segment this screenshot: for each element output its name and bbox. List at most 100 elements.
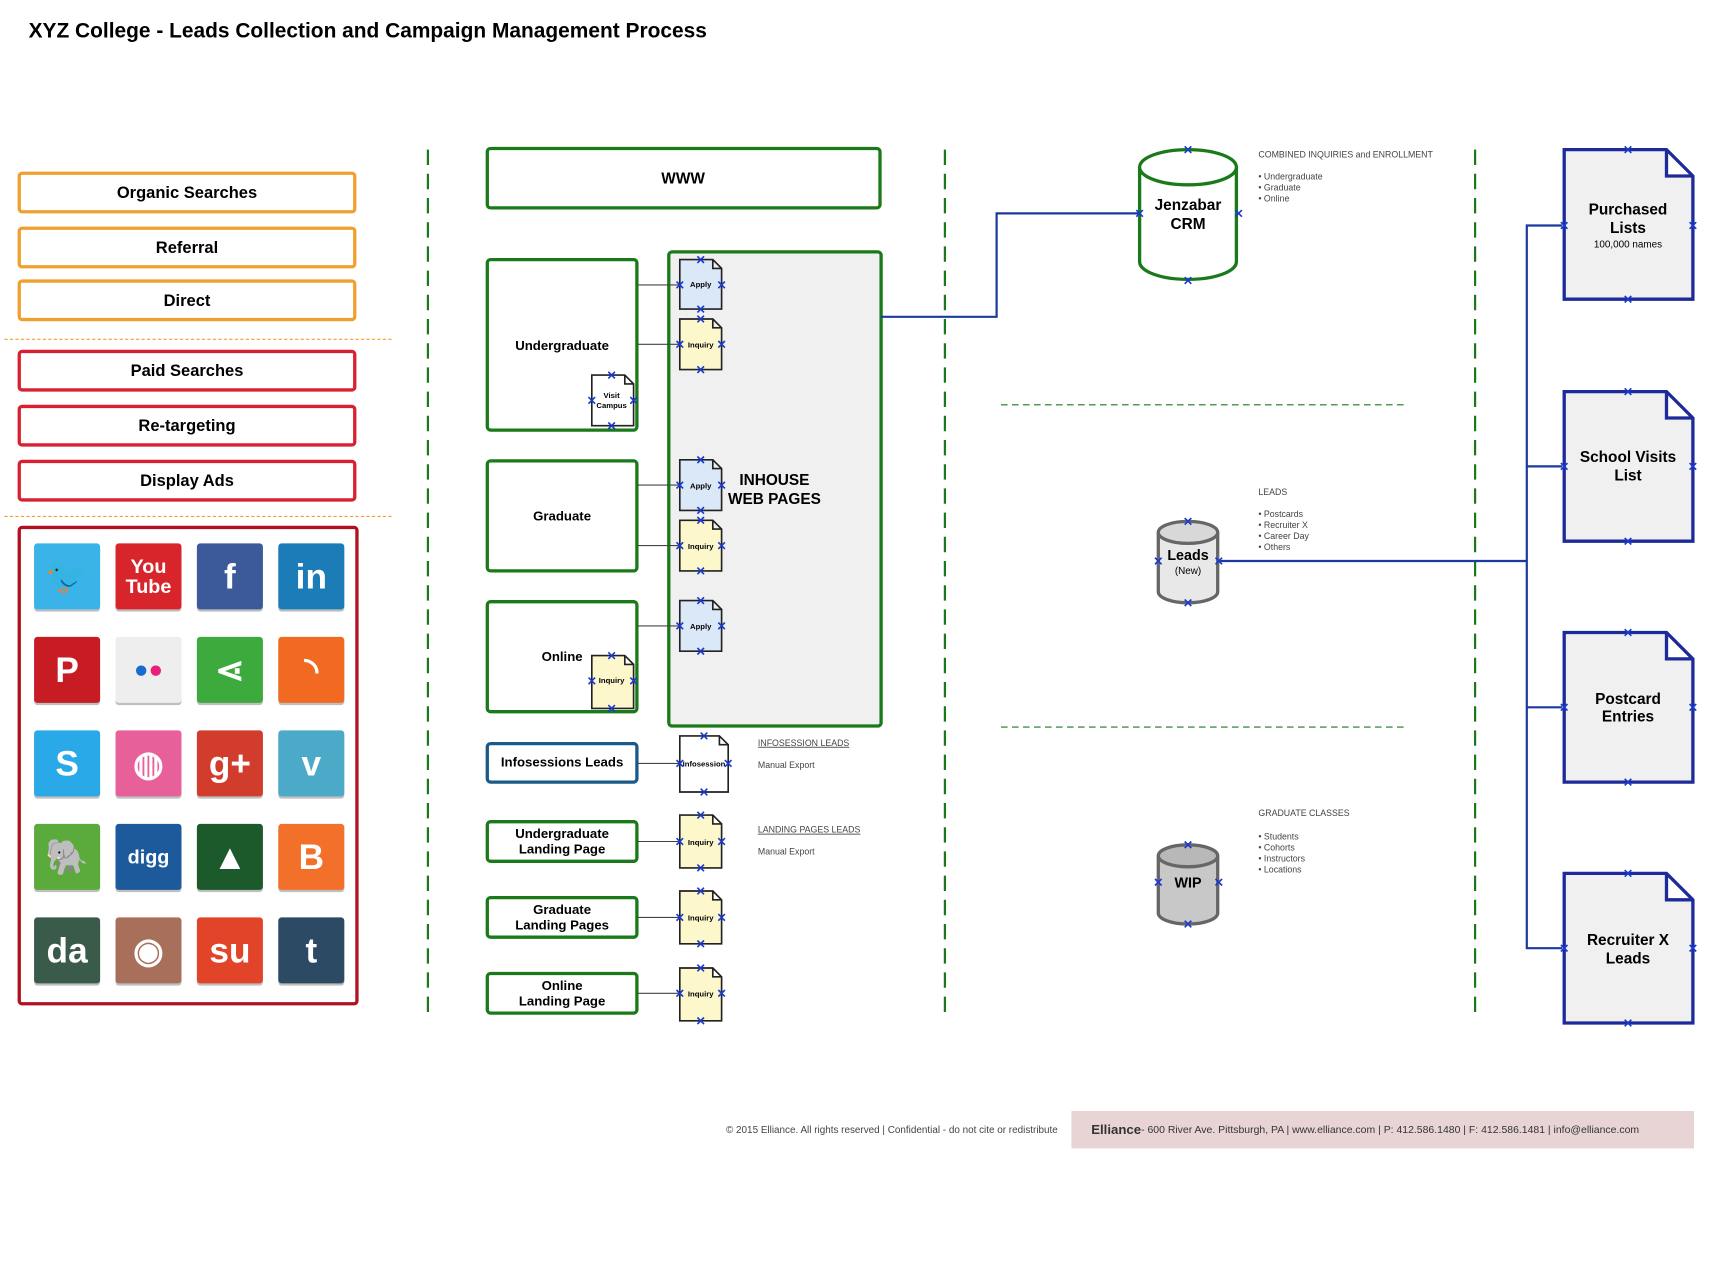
graduate-landing-line2: Landing Pages [515,918,609,933]
page-title: XYZ College - Leads Collection and Campa… [28,19,707,43]
grad-classes-note-item: • Students [1258,831,1299,841]
purchased-lists-line2: Lists [1610,220,1646,237]
connection-point-marker [717,622,726,630]
connector-to-crm [881,212,1139,318]
www-label: WWW [661,171,705,188]
tumblr-icon: t [278,917,345,984]
school-visits-line2: List [1614,468,1641,485]
apply-doc-label: Apply [690,481,712,490]
leads-sublabel: (New) [1175,566,1201,577]
connection-point-marker [587,677,596,685]
connection-point-marker [1624,537,1632,546]
connection-point-marker [629,677,638,685]
connection-point-marker [1689,221,1697,230]
apply-document-icon [678,599,723,653]
connection-point-marker [1234,209,1243,218]
purchased-lists-sublabel: 100,000 names [1594,240,1662,251]
flickr-icon: ●● [115,636,182,703]
linkedin-icon: in [278,543,345,610]
postcard-entries-line2: Entries [1602,709,1654,726]
purchased-lists-document [1562,147,1695,301]
connection-point-marker [696,506,705,515]
source-retargeting: Re-targeting [17,404,357,447]
connection-point-marker [717,340,726,349]
connection-point-marker [717,913,726,922]
source-display-ads: Display Ads [17,459,357,502]
apply-doc-label: Apply [690,280,712,289]
inquiry-document-icon [590,654,635,710]
inquiry-doc-label: Inquiry [688,838,714,847]
visit-campus-line1: Visit [604,391,621,400]
postcard-entries-line1: Postcard [1595,691,1661,708]
connection-point-marker [607,704,616,713]
connection-point-marker [717,541,726,550]
connection-point-marker [1135,209,1144,218]
connection-point-marker [675,281,684,289]
connection-point-marker [717,989,726,998]
inquiry-doc-label: Inquiry [688,341,714,350]
inquiry-document-icon [678,318,723,371]
connection-point-marker [675,541,684,550]
pinterest-icon: P [34,636,101,703]
connection-point-marker [700,732,708,740]
connection-point-marker [1624,145,1632,154]
school-visits-list-document [1562,389,1695,543]
footer-contact: - 600 River Ave. Pittsburgh, PA | www.el… [1141,1123,1640,1136]
online-landing-line2: Landing Page [519,993,605,1008]
connection-point-marker [1184,598,1192,607]
connection-point-marker [717,481,726,489]
visit-campus-line2: Campus [596,401,626,410]
source-paid-searches: Paid Searches [17,349,357,392]
connection-point-marker [696,887,705,895]
connection-point-marker [696,365,705,374]
inquiry-document-icon [678,967,723,1022]
connection-point-marker [1560,462,1569,471]
manual-export-note: Manual Export [758,760,815,770]
jenzabar-label-line1: Jenzabar [1155,197,1222,214]
connection-point-marker [696,596,705,605]
vimeo-icon: v [278,730,345,797]
deviantart-icon: da [34,917,101,984]
postcard-entries-document [1562,630,1695,784]
grad-classes-note-title: GRADUATE CLASSES [1258,808,1349,818]
connection-point-marker [696,811,705,819]
undergraduate-label: Undergraduate [515,338,609,353]
connection-point-marker [675,989,684,998]
grad-classes-note-item: • Instructors [1258,853,1305,863]
connection-point-marker [587,396,596,405]
connection-point-marker [696,939,705,948]
school-visits-line1: School Visits [1580,449,1676,466]
online-label: Online [542,649,583,664]
grad-classes-note-item: • Cohorts [1258,842,1295,852]
landing-pages-leads-note: LANDING PAGES LEADS [758,825,861,835]
inquiry-doc-label: Inquiry [688,914,714,923]
undergraduate-landing-line1: Undergraduate [515,826,609,841]
connection-point-marker [1624,628,1632,637]
leads-note-item: • Postcards [1258,509,1303,519]
undergraduate-landing-line2: Landing Page [519,842,605,857]
inhouse-label-line2: WEB PAGES [728,491,821,508]
connection-point-marker [1624,295,1632,304]
blogger-icon: B [278,823,345,890]
connection-point-marker [675,913,684,922]
connector-lists-bus [1525,224,1563,950]
connection-point-marker [696,964,705,972]
twitter-icon: 🐦 [34,543,101,610]
footer-contact-bar: Elliance - 600 River Ave. Pittsburgh, PA… [1071,1111,1694,1149]
recruiter-x-leads-document [1562,871,1695,1025]
leads-note-item: • Recruiter X [1258,520,1308,530]
connection-point-marker [1689,703,1697,712]
connection-point-marker [607,421,616,430]
connection-point-marker [675,481,684,489]
connection-point-marker [696,315,705,323]
apply-doc-label: Apply [690,622,712,631]
combined-note-item: • Online [1258,193,1289,203]
graduate-box [485,459,639,573]
connection-point-marker [1689,462,1697,471]
connection-point-marker [696,567,705,575]
rss-icon: ◝ [278,636,345,703]
connection-point-marker [1624,869,1632,878]
connection-point-marker [675,340,684,349]
forrst-icon: ▲ [196,823,263,890]
